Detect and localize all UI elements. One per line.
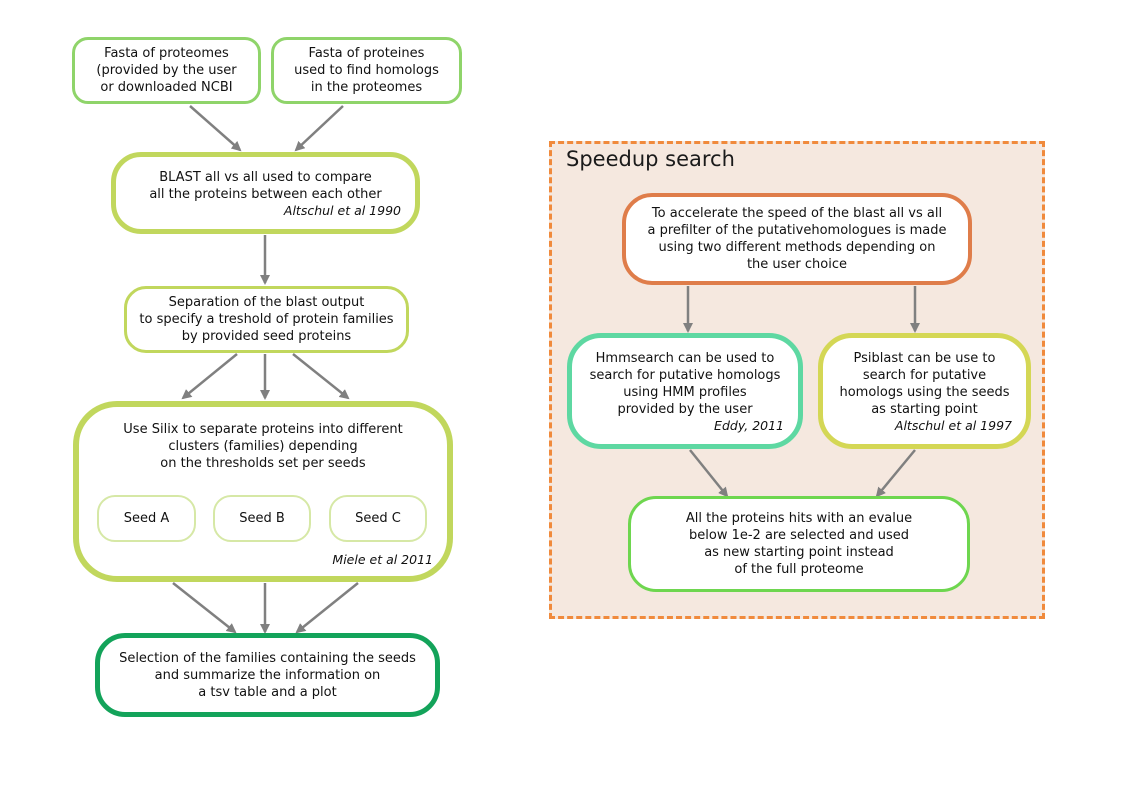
arrow-silix-to-selection-right	[295, 582, 359, 634]
seed-a: Seed A	[97, 495, 196, 542]
psiblast-text: Psiblast can be use to search for putati…	[839, 351, 1010, 417]
hmmsearch-text: Hmmsearch can be used to search for puta…	[589, 351, 781, 417]
hits-text: All the proteins hits with an evalue bel…	[685, 511, 913, 577]
selection-text: Selection of the families containing the…	[119, 650, 416, 700]
blast-citation: Altschul et al 1990	[283, 203, 401, 218]
hmmsearch-box: Hmmsearch can be used to search for puta…	[567, 333, 803, 449]
speedup-title: Speedup search	[566, 147, 735, 171]
selection-box: Selection of the families containing the…	[95, 633, 440, 717]
prefilter-text: To accelerate the speed of the blast all…	[647, 206, 947, 272]
seed-b: Seed B	[213, 495, 311, 542]
separation-text: Separation of the blast output to specif…	[139, 295, 394, 344]
fasta-proteomes-box: Fasta of proteomes (provided by the user…	[72, 37, 261, 104]
silix-citation: Miele et al 2011	[332, 552, 433, 567]
separation-box: Separation of the blast output to specif…	[124, 286, 409, 353]
seed-c: Seed C	[329, 495, 427, 542]
arrow-separation-to-silix-right	[292, 353, 350, 400]
seed-a-label: Seed A	[123, 511, 170, 526]
arrow-psiblast-to-hits	[875, 449, 916, 498]
silix-text: Use Silix to separate proteins into diff…	[123, 422, 403, 471]
hmmsearch-citation: Eddy, 2011	[714, 418, 784, 433]
fasta-proteines-box: Fasta of proteines used to find homologs…	[271, 37, 462, 104]
arrow-hmmsearch-to-hits	[689, 449, 729, 498]
arrow-separation-to-silix-left	[181, 353, 238, 400]
hits-box: All the proteins hits with an evalue bel…	[628, 496, 970, 592]
psiblast-citation: Altschul et al 1997	[894, 418, 1012, 433]
arrow-proteomes-to-blast	[189, 105, 242, 152]
fasta-proteines-text: Fasta of proteines used to find homologs…	[294, 46, 439, 95]
psiblast-box: Psiblast can be use to search for putati…	[818, 333, 1031, 449]
fasta-proteomes-text: Fasta of proteomes (provided by the user…	[96, 46, 237, 95]
prefilter-box: To accelerate the speed of the blast all…	[622, 193, 972, 285]
silix-box: Use Silix to separate proteins into diff…	[73, 401, 453, 582]
seed-c-label: Seed C	[355, 511, 401, 526]
blast-text: BLAST all vs all used to compare all the…	[149, 170, 382, 202]
arrow-silix-to-selection-left	[172, 582, 237, 634]
arrow-proteines-to-blast	[294, 105, 344, 152]
blast-box: BLAST all vs all used to compare all the…	[111, 152, 420, 234]
seed-b-label: Seed B	[239, 511, 285, 526]
